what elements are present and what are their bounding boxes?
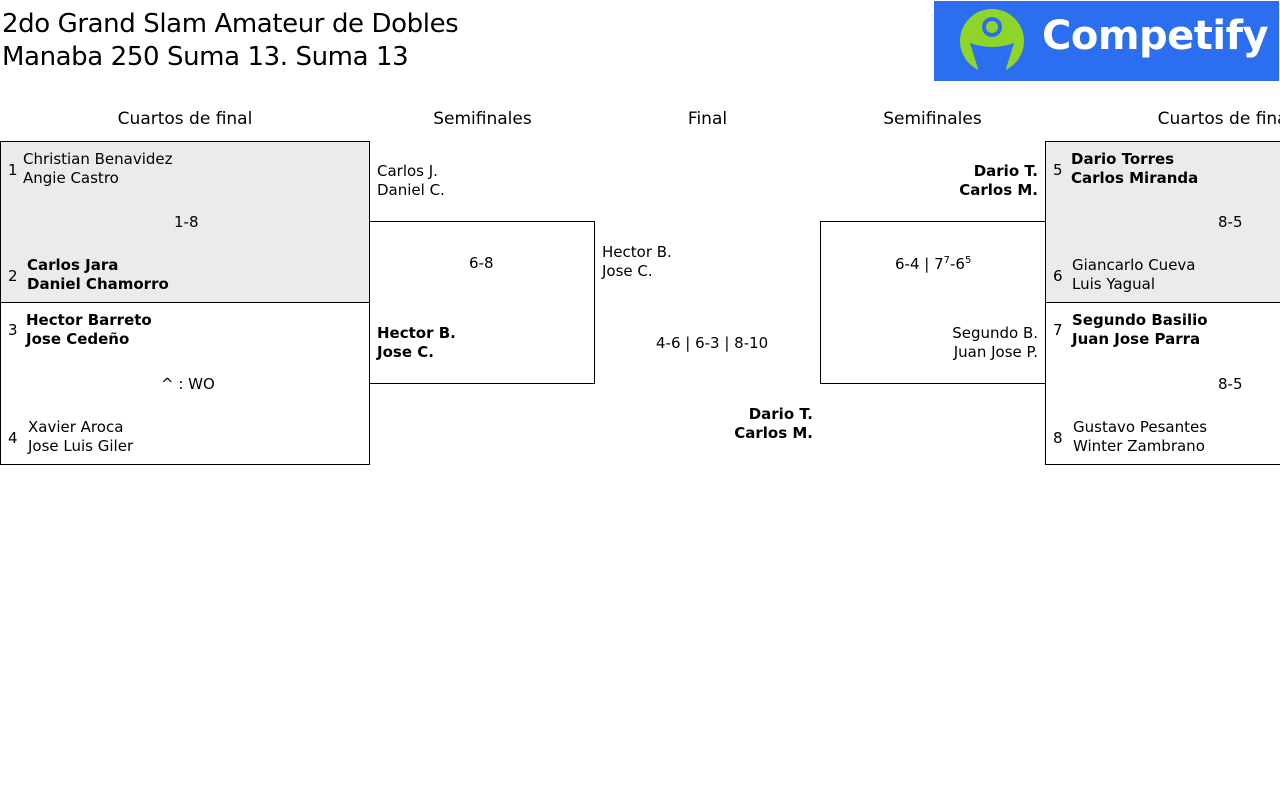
seed-number: 6 [1053,267,1063,285]
logo-text: Competify [1042,13,1269,59]
seed-number: 1 [8,161,18,179]
seed-number: 3 [8,321,18,339]
player-name: Juan Jose P. [953,343,1038,361]
match-score: 1-8 [174,213,199,231]
team-a-winner: Hector Barreto Jose Cedeño [26,311,152,349]
title-line-1: 2do Grand Slam Amateur de Dobles [2,9,459,39]
round-label-final: Final [687,109,728,129]
match-score: 6-4 | 77-65 [895,255,972,273]
player-name: Winter Zambrano [1073,437,1205,455]
left-sf-team-b-winner: Hector B. Jose C. [377,324,456,362]
person-circle-icon [960,9,1024,75]
right-sf-team-b: Segundo B. Juan Jose P. [901,324,1038,362]
match-score: 8-5 [1218,375,1243,393]
tournament-title: 2do Grand Slam Amateur de Dobles Manaba … [2,8,459,74]
right-qf-match-1[interactable]: 5 Dario Torres Carlos Miranda 8-5 6 Gian… [1045,141,1280,303]
team-b: Giancarlo Cueva Luis Yagual [1072,256,1196,294]
player-name: Jose C. [602,262,653,280]
player-name: Carlos M. [959,181,1038,199]
final-team-b-champion: Dario T. Carlos M. [700,405,813,443]
seed-number: 8 [1053,429,1063,447]
player-name: Carlos M. [734,424,813,442]
player-name: Juan Jose Parra [1072,330,1201,348]
player-name: Hector B. [377,324,456,342]
match-score: ^ : WO [161,375,215,393]
final-team-a: Hector B. Jose C. [602,243,672,281]
player-name: Gustavo Pesantes [1073,418,1208,436]
round-label-left-sf: Semifinales [433,109,532,129]
seed-number: 7 [1053,321,1063,339]
round-label-right-qf: Cuartos de final [1157,109,1280,129]
player-name: Segundo B. [952,324,1038,342]
round-label-right-sf: Semifinales [883,109,982,129]
left-qf-match-2[interactable]: 3 Hector Barreto Jose Cedeño ^ : WO 4 Xa… [0,302,370,465]
left-sf-team-a: Carlos J. Daniel C. [377,162,445,200]
match-score: 6-8 [469,254,494,272]
team-a-winner: Dario Torres Carlos Miranda [1071,150,1198,188]
player-name: Luis Yagual [1072,275,1156,293]
right-sf-match[interactable]: 6-4 | 77-65 Segundo B. Juan Jose P. [820,221,1046,384]
player-name: Giancarlo Cueva [1072,256,1196,274]
team-a-winner: Segundo Basilio Juan Jose Parra [1072,311,1208,349]
player-name: Carlos Miranda [1071,169,1199,187]
player-name: Jose C. [377,343,434,361]
team-b-winner: Carlos Jara Daniel Chamorro [27,256,169,294]
player-name: Xavier Aroca [28,418,124,436]
player-name: Segundo Basilio [1072,311,1208,329]
left-sf-match[interactable]: 6-8 Hector B. Jose C. [369,221,595,384]
left-qf-match-1[interactable]: 1 Christian Benavidez Angie Castro 1-8 2… [0,141,370,303]
player-name: Daniel C. [377,181,445,199]
player-name: Carlos Jara [27,256,119,274]
player-name: Angie Castro [23,169,119,187]
round-label-left-qf: Cuartos de final [117,109,253,129]
competify-logo[interactable]: Competify [934,1,1279,81]
team-b: Gustavo Pesantes Winter Zambrano [1073,418,1207,456]
player-name: Jose Cedeño [26,330,130,348]
player-name: Hector B. [602,243,672,261]
player-name: Jose Luis Giler [28,437,134,455]
right-sf-team-a-winner: Dario T. Carlos M. [900,162,1038,200]
player-name: Hector Barreto [26,311,152,329]
player-name: Dario T. [973,162,1038,180]
team-b: Xavier Aroca Jose Luis Giler [28,418,133,456]
seed-number: 2 [8,267,18,285]
player-name: Dario Torres [1071,150,1175,168]
player-name: Daniel Chamorro [27,275,169,293]
player-name: Carlos J. [377,162,438,180]
player-name: Dario T. [748,405,813,423]
seed-number: 5 [1053,161,1063,179]
title-line-2: Manaba 250 Suma 13. Suma 13 [2,42,409,72]
match-score: 8-5 [1218,213,1243,231]
seed-number: 4 [8,429,18,447]
right-qf-match-2[interactable]: 7 Segundo Basilio Juan Jose Parra 8-5 8 … [1045,302,1280,465]
team-a: Christian Benavidez Angie Castro [23,150,173,188]
final-score: 4-6 | 6-3 | 8-10 [656,334,769,352]
player-name: Christian Benavidez [23,150,173,168]
